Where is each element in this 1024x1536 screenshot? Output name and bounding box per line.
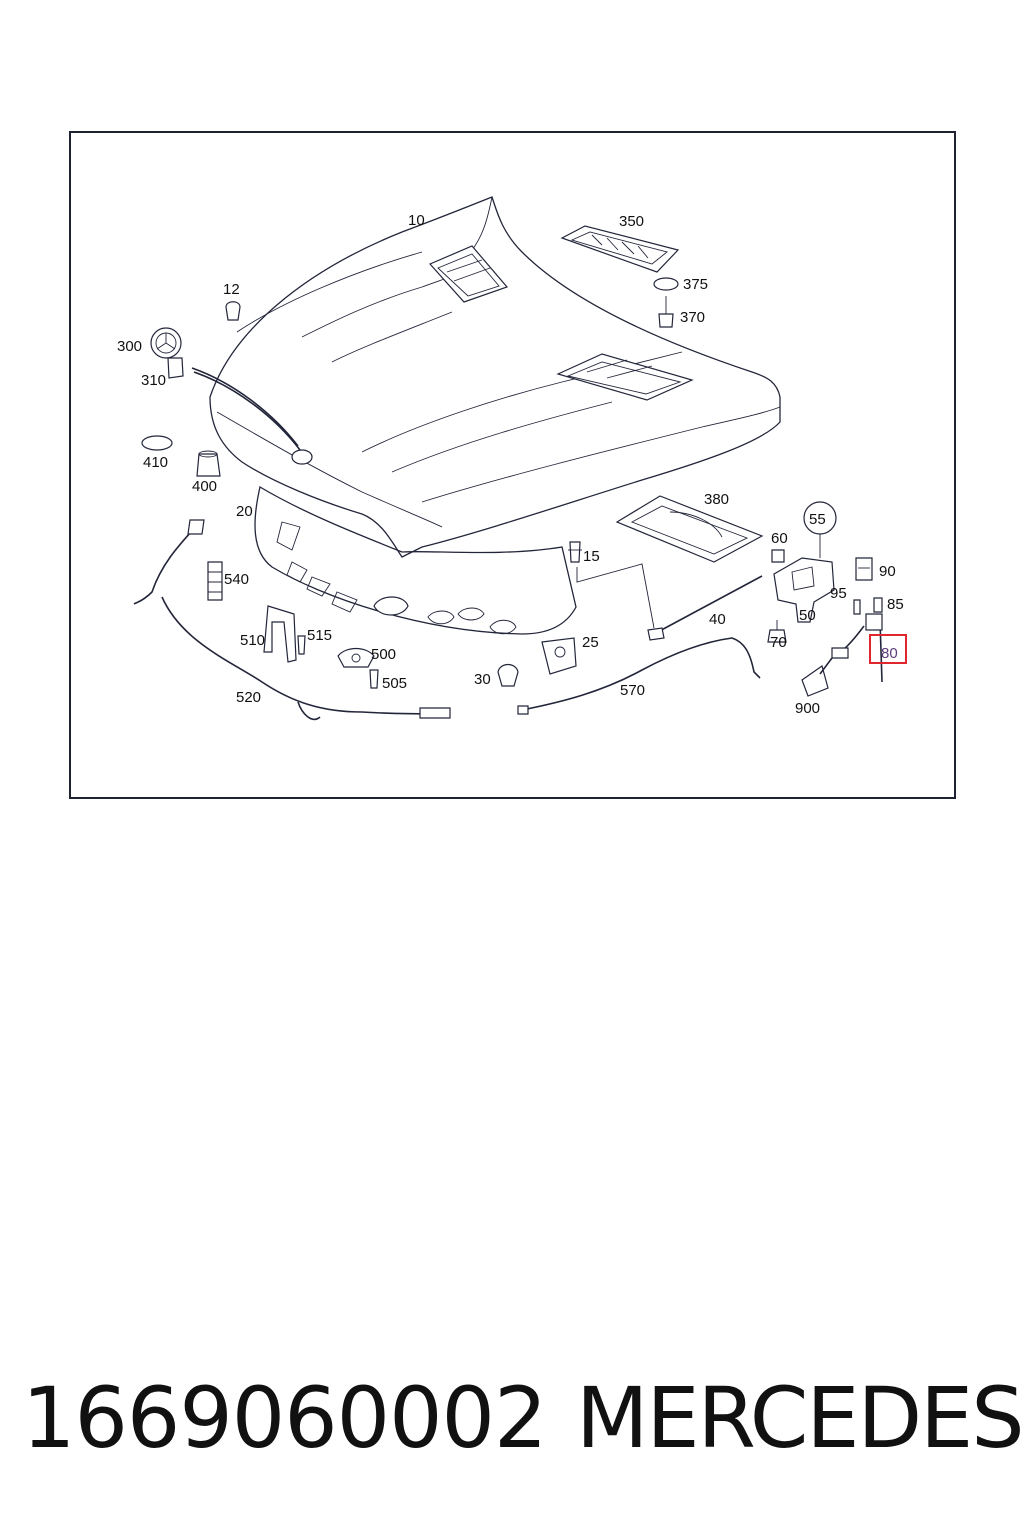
emblem-grommet	[167, 357, 184, 379]
callout-500: 500	[371, 646, 396, 663]
switch-90	[855, 557, 873, 581]
cable-80	[831, 613, 883, 683]
callout-400: 400	[192, 478, 217, 495]
callout-90: 90	[879, 563, 896, 580]
callout-505: 505	[382, 675, 407, 692]
callout-30: 30	[474, 671, 491, 688]
screw-505	[369, 669, 379, 689]
emblem-pointer	[191, 367, 299, 447]
screw-85	[873, 597, 883, 613]
latch-cover-380	[615, 495, 764, 563]
callout-570: 570	[620, 682, 645, 699]
star-emblem	[150, 327, 182, 359]
gas-strut-40	[653, 575, 763, 635]
callout-10: 10	[408, 212, 425, 229]
callout-370: 370	[680, 309, 705, 326]
mount-500	[337, 647, 375, 668]
callout-50: 50	[799, 607, 816, 624]
washer-375	[653, 277, 679, 291]
screw-515	[297, 635, 306, 655]
bolt-60	[771, 549, 785, 563]
hood-latch-50	[773, 534, 835, 623]
bracket-510	[263, 605, 297, 663]
clip-30	[497, 663, 519, 687]
hood-panel	[209, 196, 781, 558]
callout-410: 410	[143, 454, 168, 471]
callout-85: 85	[887, 596, 904, 613]
pad-410	[141, 435, 173, 451]
callout-12: 12	[223, 281, 240, 298]
bumper-400	[196, 450, 221, 477]
exploded-view-drawing: 10 12 300 310 410 400 350 375 370 20 540…	[117, 196, 904, 721]
callout-20: 20	[236, 503, 253, 520]
callout-80: 80	[881, 645, 898, 662]
nut-70	[767, 629, 787, 643]
hood-liner-20	[254, 485, 577, 635]
callout-900: 900	[795, 700, 820, 717]
footer: 1669060002 MERCEDES	[0, 1368, 1024, 1478]
callout-40: 40	[709, 611, 726, 628]
release-cable-570	[521, 637, 761, 711]
brand-name: MERCEDES	[576, 1369, 1024, 1467]
grille-350	[560, 225, 680, 273]
parts-diagram: 10 12 300 310 410 400 350 375 370 20 540…	[69, 131, 956, 799]
pin-15	[568, 541, 582, 563]
callout-55: 55	[809, 511, 826, 528]
cable-520	[133, 521, 448, 715]
callout-95: 95	[830, 585, 847, 602]
callout-515: 515	[307, 627, 332, 644]
connector-900	[801, 665, 829, 697]
callout-540: 540	[224, 571, 249, 588]
callout-70: 70	[770, 634, 787, 651]
callout-310: 310	[141, 372, 166, 389]
callout-25: 25	[582, 634, 599, 651]
clip-540	[207, 561, 223, 601]
callout-375: 375	[683, 276, 708, 293]
emblem-seat	[291, 449, 313, 465]
callout-60: 60	[771, 530, 788, 547]
clip-12	[225, 301, 241, 321]
callout-520: 520	[236, 689, 261, 706]
callout-510: 510	[240, 632, 265, 649]
callout-380: 380	[704, 491, 729, 508]
part-number: 1669060002	[22, 1369, 547, 1467]
callout-350: 350	[619, 213, 644, 230]
callout-15: 15	[583, 548, 600, 565]
screw-370	[658, 296, 674, 328]
bracket-25	[541, 637, 577, 675]
highlighted-part-marker	[869, 634, 907, 664]
callout-300: 300	[117, 338, 142, 355]
clip-95	[853, 599, 861, 615]
